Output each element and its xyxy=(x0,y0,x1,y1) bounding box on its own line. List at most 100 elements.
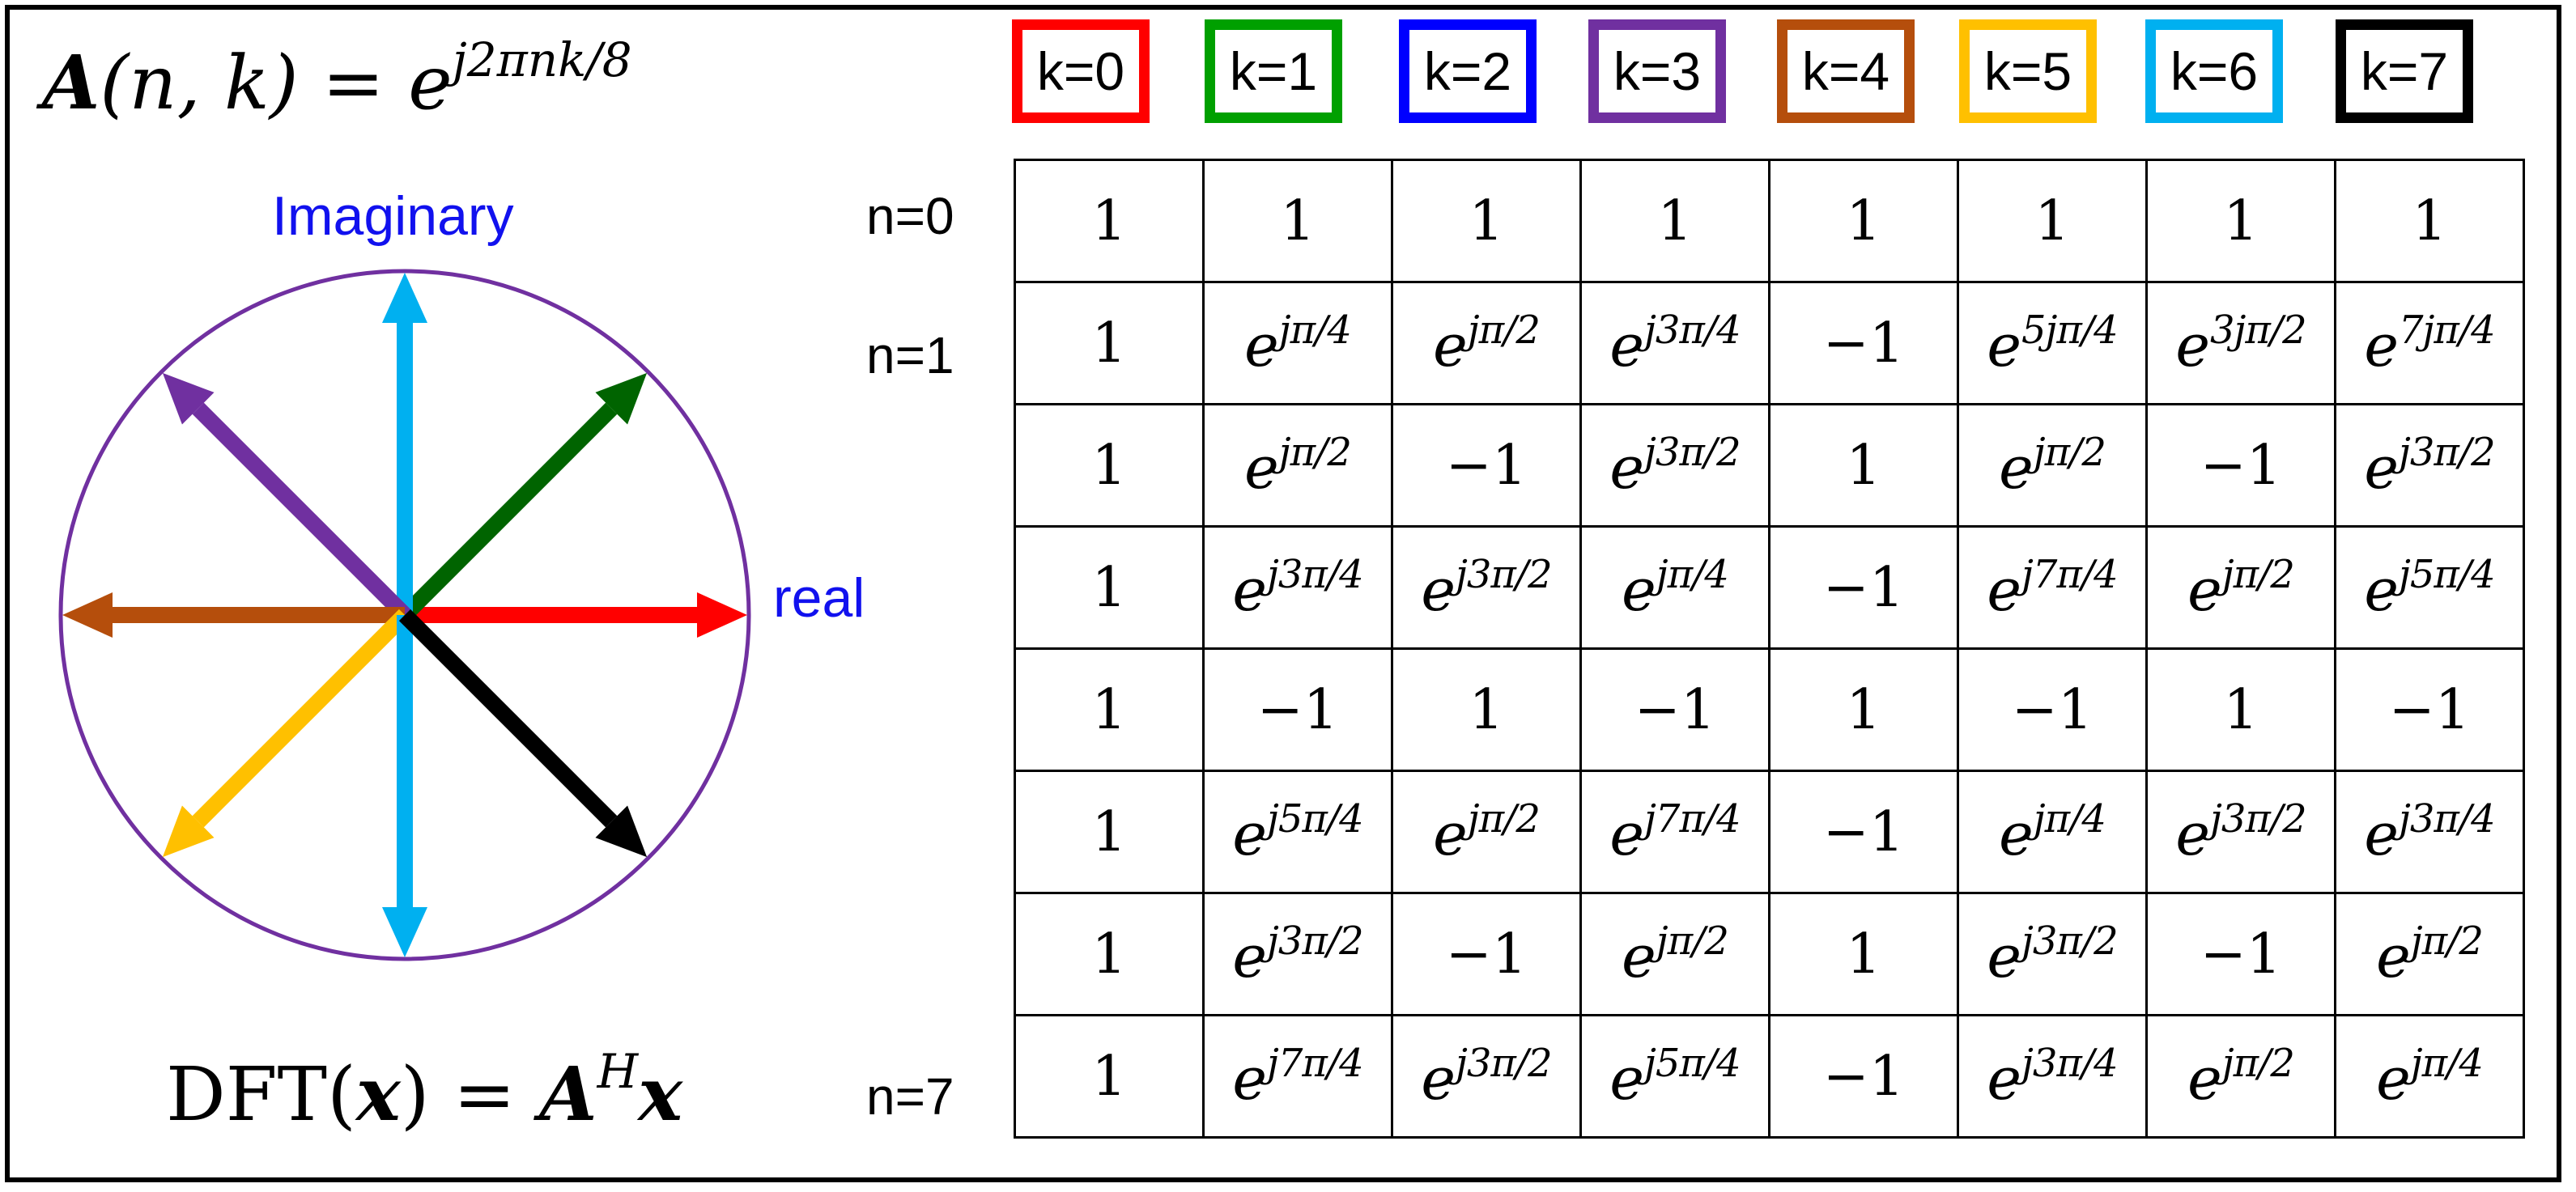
exp-base: e xyxy=(408,40,453,126)
cell-exp-base: e xyxy=(1244,433,1279,502)
matrix-cell: 1 xyxy=(1579,159,1770,283)
cell-value: 1 xyxy=(1846,189,1881,253)
matrix-cell: 1 xyxy=(1768,647,1959,772)
matrix-cell: 1 xyxy=(1202,159,1393,283)
cell-value: −1 xyxy=(1822,1044,1905,1109)
unit-circle-diagram xyxy=(58,269,751,961)
matrix-cell: ejπ/2 xyxy=(1202,403,1393,528)
cell-exp-base: e xyxy=(1609,800,1644,868)
arrow-shaft xyxy=(192,402,411,621)
cell-exp-power: jπ/4 xyxy=(2033,795,2106,842)
arrow-head xyxy=(162,372,215,425)
matrix-cell: ejπ/2 xyxy=(2145,525,2336,650)
arrow-head xyxy=(697,592,747,638)
matrix-cell: ejπ/4 xyxy=(2334,1014,2525,1139)
matrix-cell: ej3π/2 xyxy=(1579,403,1770,528)
cell-value: 1 xyxy=(1091,677,1127,742)
arrow-head xyxy=(382,273,427,323)
matrix-cell: ej5π/4 xyxy=(1202,770,1393,894)
cell-exp-power: jπ/2 xyxy=(2033,429,2106,475)
cell-exp-base: e xyxy=(2175,800,2210,868)
k-header-7: k=7 xyxy=(2336,19,2473,123)
cell-exp-base: e xyxy=(1609,311,1644,380)
cell-value: 1 xyxy=(2223,677,2259,742)
row-label-n7: n=7 xyxy=(866,1067,954,1126)
matrix-cell: ejπ/4 xyxy=(1957,770,2148,894)
real-axis-label: real xyxy=(773,567,865,629)
matrix-cell: ejπ/4 xyxy=(1579,525,1770,650)
cell-value: 1 xyxy=(1657,189,1693,253)
cell-exp-power: jπ/2 xyxy=(2221,1040,2295,1086)
cell-value: −1 xyxy=(1822,311,1905,375)
cell-exp-power: jπ/2 xyxy=(1278,429,1352,475)
arrow-k6 xyxy=(382,615,427,957)
matrix-cell: e7jπ/4 xyxy=(2334,281,2525,405)
cell-exp-base: e xyxy=(1622,922,1656,991)
cell-exp-power: j5π/4 xyxy=(1266,795,1364,842)
arrow-head xyxy=(62,592,113,638)
cell-value: 1 xyxy=(2034,189,2070,253)
cell-exp-base: e xyxy=(1421,555,1456,624)
matrix-cell: −1 xyxy=(1202,647,1393,772)
matrix-cell: 1 xyxy=(1768,159,1959,283)
matrix-symbol: A xyxy=(42,39,100,126)
matrix-cell: e5jπ/4 xyxy=(1957,281,2148,405)
arrow-k1 xyxy=(398,372,648,621)
matrix-cell: 1 xyxy=(1014,525,1205,650)
matrix-cell: −1 xyxy=(1768,770,1959,894)
matrix-cell: ej3π/2 xyxy=(2145,770,2336,894)
imaginary-axis-label: Imaginary xyxy=(272,185,514,247)
matrix-cell: −1 xyxy=(2145,892,2336,1016)
matrix-symbol: A xyxy=(539,1050,597,1138)
arrow-shaft xyxy=(192,609,411,828)
cell-exp-power: j3π/2 xyxy=(1455,1040,1553,1086)
matrix-cell: ejπ/2 xyxy=(1391,281,1582,405)
cell-exp-power: jπ/2 xyxy=(1467,307,1541,353)
cell-exp-base: e xyxy=(1232,922,1267,991)
k-header-6: k=6 xyxy=(2145,19,2283,123)
matrix-cell: −1 xyxy=(1768,525,1959,650)
arrow-k3 xyxy=(162,372,411,621)
cell-exp-power: j3π/2 xyxy=(2209,795,2307,842)
matrix-cell: ejπ/4 xyxy=(1202,281,1393,405)
k-header-1: k=1 xyxy=(1205,19,1342,123)
cell-value: 1 xyxy=(1091,555,1127,620)
matrix-cell: ej7π/4 xyxy=(1202,1014,1393,1139)
cell-value: 1 xyxy=(2223,189,2259,253)
matrix-cell: −1 xyxy=(1391,892,1582,1016)
arrow-k0 xyxy=(405,592,747,638)
cell-value: 1 xyxy=(1091,922,1127,986)
cell-exp-base: e xyxy=(1987,555,2021,624)
cell-value: −1 xyxy=(1822,800,1905,864)
cell-exp-base: e xyxy=(1987,922,2021,991)
matrix-cell: ej5π/4 xyxy=(2334,525,2525,650)
cell-value: 1 xyxy=(1846,922,1881,986)
cell-exp-base: e xyxy=(2364,800,2399,868)
arrow-head xyxy=(162,805,215,858)
matrix-cell: ejπ/2 xyxy=(2334,892,2525,1016)
cell-exp-base: e xyxy=(1232,1044,1267,1113)
cell-exp-base: e xyxy=(1609,433,1644,502)
cell-exp-base: e xyxy=(1232,555,1267,624)
cell-exp-base: e xyxy=(2376,922,2411,991)
k-header-5: k=5 xyxy=(1959,19,2097,123)
arrow-k4 xyxy=(62,592,405,638)
cell-exp-power: jπ/2 xyxy=(1656,918,1729,964)
dft-label: DFT xyxy=(166,1051,327,1138)
cell-value: −1 xyxy=(1445,922,1528,986)
cell-exp-base: e xyxy=(2187,1044,2222,1113)
matrix-cell: 1 xyxy=(1768,892,1959,1016)
cell-exp-base: e xyxy=(2364,433,2399,502)
matrix-cell: ejπ/2 xyxy=(2145,1014,2336,1139)
arrow-head xyxy=(382,907,427,957)
matrix-cell: 1 xyxy=(2334,159,2525,283)
cell-exp-power: 7jπ/4 xyxy=(2398,307,2496,353)
matrix-cell: ejπ/2 xyxy=(1579,892,1770,1016)
cell-value: −1 xyxy=(1445,433,1528,498)
cell-exp-power: j3π/2 xyxy=(1266,918,1364,964)
